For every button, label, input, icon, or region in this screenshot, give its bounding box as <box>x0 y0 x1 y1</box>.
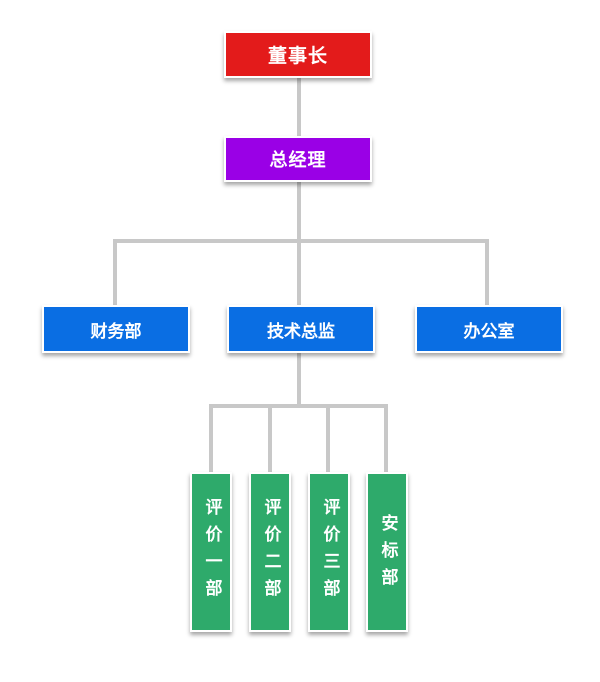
node-chairman: 董事长 <box>224 31 372 78</box>
node-eval-2-label: 评价二部 <box>260 498 281 606</box>
node-eval-3-label: 评价三部 <box>319 498 340 606</box>
node-finance-label: 财务部 <box>90 321 142 342</box>
node-chairman-label: 董事长 <box>267 45 328 67</box>
node-bidding-label: 安标部 <box>377 514 398 595</box>
node-eval-3: 评价三部 <box>308 472 350 632</box>
node-eval-2: 评价二部 <box>249 472 291 632</box>
node-bidding: 安标部 <box>366 472 408 632</box>
node-eval-1-label: 评价一部 <box>201 498 222 606</box>
node-general-manager: 总经理 <box>224 136 372 182</box>
node-tech-director: 技术总监 <box>227 305 375 353</box>
node-tech-director-label: 技术总监 <box>267 321 335 342</box>
node-eval-1: 评价一部 <box>190 472 232 632</box>
node-general-manager-label: 总经理 <box>269 150 327 171</box>
node-office: 办公室 <box>415 305 563 353</box>
node-finance: 财务部 <box>42 305 190 353</box>
node-office-label: 办公室 <box>463 321 515 342</box>
